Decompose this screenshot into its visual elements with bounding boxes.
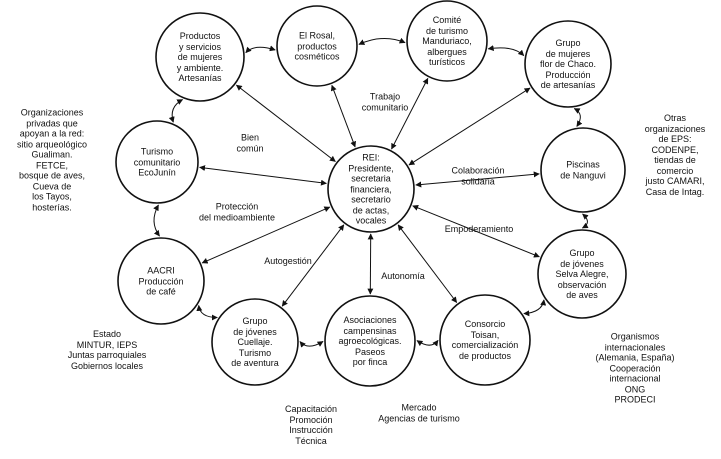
outer-mercado-label: Mercado Agencias de turismo — [378, 403, 460, 424]
node-piscinas-label: Piscinas de Nanguvi — [560, 160, 606, 181]
spoke-mujeres — [409, 88, 530, 165]
ring-link-consorcio-asociaciones — [417, 340, 438, 345]
ring-link-asociaciones-cuellaje — [300, 341, 323, 346]
node-rosal-label: El Rosal, productos cosméticos — [294, 30, 339, 62]
outer-internacionales-label: Organismos internacionales (Alemania, Es… — [592, 331, 678, 405]
node-aacri-label: AACRI Producción de café — [138, 265, 183, 297]
node-productos-label: Productos y servicios de mujeres y ambie… — [177, 31, 224, 84]
ring-link-rosal-comite — [359, 38, 405, 44]
outer-capacitacion-label: Capacitación Promoción Instrucción Técni… — [285, 404, 337, 446]
outer-privadas-label: Organizaciones privadas que apoyan a la … — [17, 108, 87, 213]
ring-link-cuellaje-aacri — [199, 305, 218, 317]
spoke-consorcio — [398, 225, 457, 303]
ring-link-turismo-productos — [172, 100, 182, 123]
node-asociaciones-label: Asociaciones campensinas agroecológicas.… — [338, 315, 401, 368]
node-selva-label: Grupo de jóvenes Selva Alegre, observaci… — [555, 248, 608, 301]
node-cuellaje-label: Grupo de jóvenes Cuellaje. Turismo de av… — [231, 316, 279, 369]
ring-link-aacri-turismo — [154, 205, 159, 236]
node-mujeres-label: Grupo de mujeres flor de Chaco. Producci… — [540, 38, 596, 91]
outer-estado-label: Estado MINTUR, IEPS Juntas parroquiales … — [68, 329, 147, 371]
node-comite-label: Comité de turismo Manduriaco, albergues … — [422, 15, 472, 68]
ring-link-mujeres-piscinas — [574, 109, 580, 127]
ring-link-piscinas-selva — [582, 214, 587, 228]
ring-link-selva-consorcio — [524, 300, 544, 314]
link-colaboracion-label: Colaboración solidaria — [451, 166, 504, 187]
link-proteccion-label: Protección del medioambiente — [199, 202, 275, 223]
link-empoderamiento-label: Empoderamiento — [445, 224, 514, 235]
link-autogestion-label: Autogestión — [264, 256, 312, 267]
node-turismo-label: Turismo comunitario EcoJunín — [134, 146, 181, 178]
spoke-rosal — [332, 85, 355, 147]
link-trabajo-label: Trabajo comunitario — [362, 92, 409, 113]
node-consorcio-label: Consorcio Toisan, comercialización de pr… — [452, 319, 519, 361]
center-node-label: REI: Presidente, secretaria financiera, … — [348, 152, 394, 226]
ring-link-comite-mujeres — [488, 48, 524, 56]
outer-eps-label: Otras organizaciones de EPS: CODENPE, ti… — [645, 113, 706, 197]
ring-link-productos-rosal — [246, 47, 275, 52]
spoke-turismo — [200, 167, 327, 183]
spoke-comite — [392, 78, 428, 149]
link-autonomia-label: Autonomía — [381, 271, 425, 282]
link-bien-label: Bien común — [236, 133, 263, 154]
